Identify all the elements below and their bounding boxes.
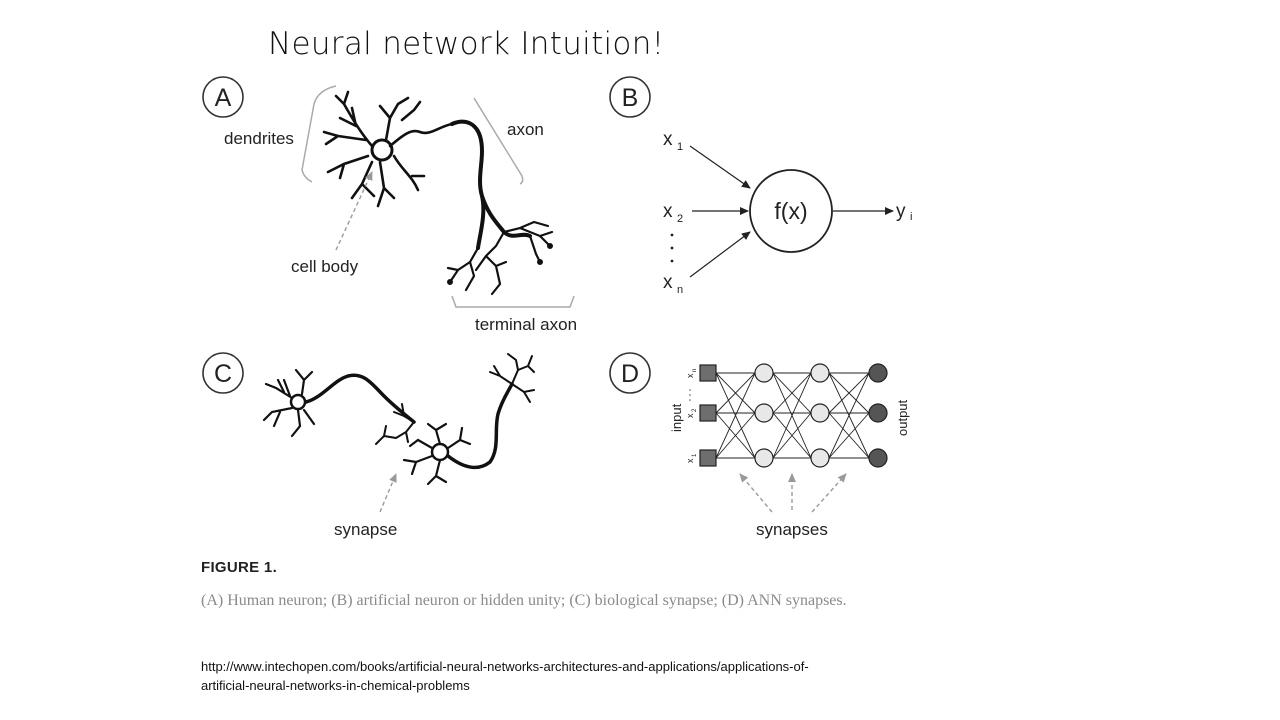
ann-output-layer [868,363,888,468]
panel-b-letter: B [622,84,639,112]
input-node [699,404,717,422]
vertical-ellipsis [670,233,674,263]
panel-a: A dendrites axon cell body terminal axon [202,76,577,334]
input-subscript: n [692,369,698,372]
source-url-line-2: artificial-neural-networks-in-chemical-p… [201,678,470,693]
neuron-a-drawing [322,90,554,296]
input-subscript: 2 [692,408,698,412]
hidden-node [810,403,830,423]
input-x2: x [663,201,673,222]
synapse-arrow [379,473,397,513]
panel-b: B x 1 x 2 x n f(x) y i [609,76,912,296]
arrow-x1 [689,145,751,189]
label-synapse: synapse [334,520,397,539]
input-xn-subscript: n [677,284,683,296]
panel-b-badge [609,76,651,118]
input-x1-subscript: 1 [677,141,683,153]
label-synapses: synapses [756,520,828,539]
output-node [868,403,888,423]
cell-body-arrow [335,171,373,251]
ann-input-layer [699,364,717,467]
neuron-c-drawing [262,353,535,486]
label-terminal-axon: terminal axon [475,315,577,334]
synapses-arrows [739,473,847,513]
panel-c: C synapse [202,352,535,539]
hidden-node [810,448,830,468]
output-y-subscript: i [910,211,912,223]
input-subscript: 1 [692,453,698,457]
output-node [868,448,888,468]
ann-hidden-layer-2 [810,363,830,468]
neuron-a-nucleus [370,138,394,162]
input-xn: x [663,272,673,293]
source-url-line-1: http://www.intechopen.com/books/artifici… [201,659,809,674]
input-node [699,364,717,382]
panel-c-badge [202,352,244,394]
input-x2-subscript: 2 [677,213,683,225]
dendrites-bracket [301,85,337,183]
figure-caption-title: FIGURE 1. [201,559,278,576]
activation-function: f(x) [774,198,807,224]
activation-node [749,169,833,253]
input-name: x [685,458,695,463]
output-node [868,363,888,383]
label-cell-body: cell body [291,257,359,276]
panel-a-badge [202,76,244,118]
input-name: x [685,373,695,378]
panel-d-letter: D [621,360,639,388]
label-axon: axon [507,120,544,139]
hidden-node [810,363,830,383]
label-output: output [895,399,910,436]
panel-a-letter: A [215,84,232,112]
axon-bracket [473,97,524,185]
panel-d: D [609,352,910,539]
ann-connections [715,372,870,459]
terminal-axon-bracket [451,295,575,308]
hidden-node [754,363,774,383]
arrow-xn [689,231,751,278]
figure-caption: (A) Human neuron; (B) artificial neuron … [201,592,847,609]
hidden-node [754,448,774,468]
panel-d-badge [609,352,651,394]
ann-input-names: x n x 2 x 1 [685,369,698,463]
hidden-node [754,403,774,423]
input-x1: x [663,129,673,150]
output-y: y [896,201,906,222]
label-dendrites: dendrites [224,129,294,148]
panel-c-letter: C [214,360,232,388]
source-link[interactable]: http://www.intechopen.com/books/artifici… [201,657,961,695]
label-input: input [669,403,684,432]
ann-hidden-layer-1 [754,363,774,468]
slide-title: Neural network Intuition! [268,26,665,62]
input-node [699,449,717,467]
input-name: x [685,413,695,418]
